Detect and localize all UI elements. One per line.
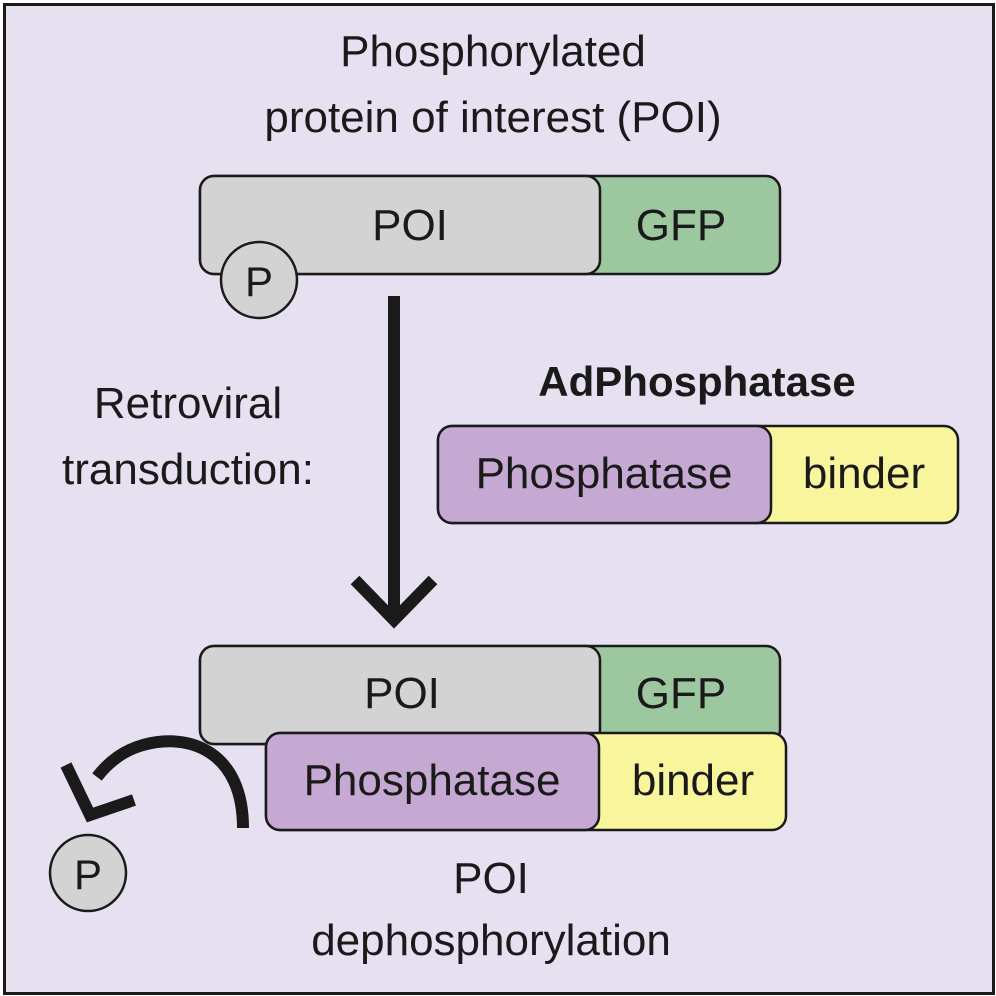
bottom-phosphatase-domain xyxy=(264,731,601,832)
top-phosphate-label: P xyxy=(245,258,273,305)
result-line-2: dephosphorylation xyxy=(311,916,671,965)
bottom-adphosphatase-construct: Phosphatase binder xyxy=(264,731,788,832)
top-poi-domain xyxy=(198,174,602,276)
top-poi-label: POI xyxy=(372,201,448,250)
adphosphatase-phosphatase-domain xyxy=(436,424,773,525)
bottom-phosphatase-label: Phosphatase xyxy=(304,756,561,805)
arrow-head xyxy=(350,575,438,629)
title-line-1: Phosphorylated xyxy=(340,27,646,76)
process-line-1: Retroviral xyxy=(94,379,282,428)
top-poi-gfp-construct: POI GFP P xyxy=(198,174,782,320)
title-line-2: protein of interest (POI) xyxy=(264,93,721,142)
process-line-2: transduction: xyxy=(62,445,314,494)
adphosphatase-construct: Phosphatase binder xyxy=(436,424,960,525)
release-arrow-curve xyxy=(92,735,249,829)
top-gfp-label: GFP xyxy=(636,201,726,250)
bottom-poi-gfp-construct: POI GFP xyxy=(198,644,782,746)
top-phosphate-circle xyxy=(219,240,299,320)
released-phosphate-circle xyxy=(48,833,128,913)
release-arrow-head xyxy=(60,762,136,823)
adphosphatase-phosphatase-label: Phosphatase xyxy=(476,449,733,498)
bottom-poi-label: POI xyxy=(364,669,440,718)
bottom-binder-label: binder xyxy=(632,756,754,805)
bottom-gfp-label: GFP xyxy=(636,669,726,718)
transduction-arrow xyxy=(350,296,438,629)
released-phosphate-label: P xyxy=(74,851,102,898)
result-line-1: POI xyxy=(453,854,529,903)
adphosphatase-binder-label: binder xyxy=(803,449,925,498)
phosphate-release-arrow xyxy=(60,735,249,829)
adphosphatase-title: AdPhosphatase xyxy=(538,358,855,405)
